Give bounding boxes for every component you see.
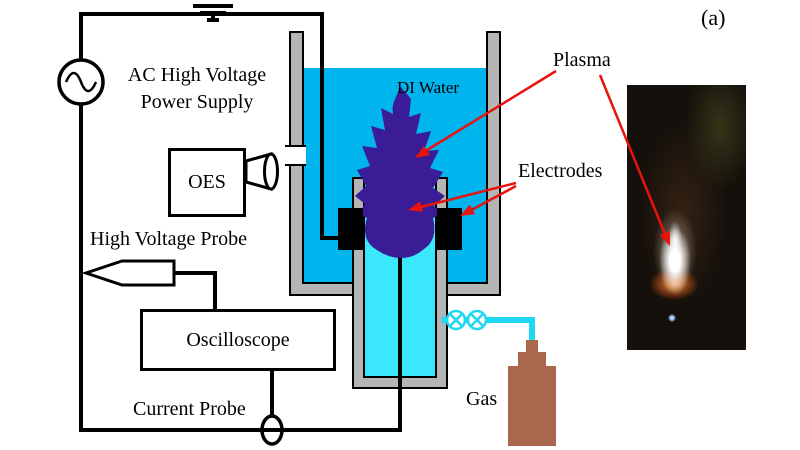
electrode-arrow (463, 184, 517, 216)
panel-label: (a) (701, 5, 726, 30)
oes-label: OES (188, 171, 226, 193)
oes-lens-icon (244, 152, 279, 191)
hv-probe-label: High Voltage Probe (90, 228, 248, 250)
gas-label: Gas (466, 388, 498, 410)
current-probe-loop (260, 414, 284, 446)
oscilloscope-label: Oscilloscope (186, 328, 290, 351)
plasma-flame (355, 86, 445, 258)
hv-wire (79, 12, 356, 240)
electrodes-label: Electrodes (518, 160, 603, 182)
gas-valve-cross-icon (470, 313, 484, 327)
power-supply-label: AC High Voltage Power Supply (127, 64, 267, 113)
annotation-arrows (408, 69, 670, 246)
gas-cylinder (508, 340, 556, 446)
hv-probe-tip (81, 259, 176, 287)
electrode-arrowhead-icon (460, 204, 475, 216)
sine-wave-icon (64, 71, 98, 93)
return-wire (79, 103, 402, 432)
reactor-wall-port-edges (285, 145, 306, 166)
plasma-photograph (627, 85, 746, 350)
electrode-arrowhead-icon-2 (408, 201, 423, 212)
plasma-photo-arrowhead-icon (659, 230, 670, 246)
plasma-arrow (418, 69, 557, 157)
probe-wire (174, 271, 217, 312)
di-water-label: DI Water (397, 78, 460, 97)
right-electrode (437, 208, 462, 250)
electrode-arrow-2 (412, 181, 517, 211)
plasma-arrowhead-icon (415, 145, 430, 158)
current-probe-label: Current Probe (133, 398, 246, 420)
gas-valve-cross-icon (449, 313, 463, 327)
oes-box: OES (168, 148, 246, 217)
plasma-photo-arrow (598, 74, 669, 240)
gas-system (442, 309, 556, 446)
plasma-label: Plasma (553, 49, 611, 71)
reactor-wall-port (285, 146, 306, 165)
oscilloscope-box: Oscilloscope (140, 309, 336, 371)
ground-symbol (193, 4, 233, 22)
left-electrode (338, 208, 363, 250)
ac-source-icon (57, 58, 105, 106)
